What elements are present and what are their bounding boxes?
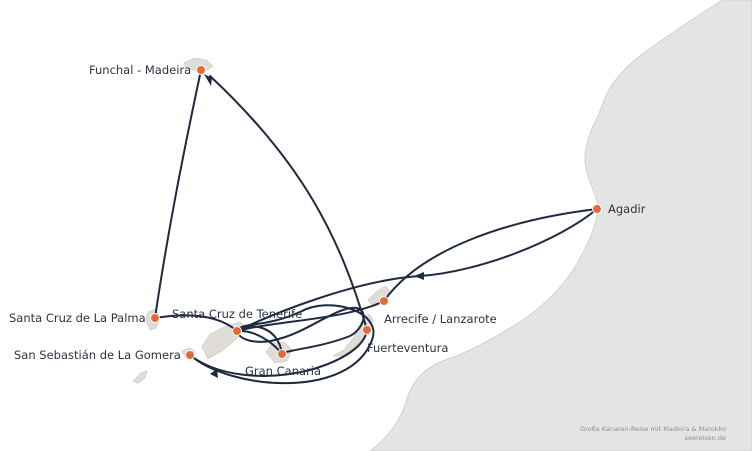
port-marker-funchal[interactable] (196, 65, 206, 75)
route-tenerife-lanzarote (236, 300, 385, 332)
route-gomera-fuerteventura (189, 329, 368, 377)
port-marker-gran-canaria[interactable] (277, 349, 287, 359)
label-lanzarote: Arrecife / Lanzarote (384, 312, 497, 326)
cruise-routes (154, 69, 598, 385)
port-marker-la-palma[interactable] (150, 313, 160, 323)
port-marker-gomera[interactable] (185, 350, 195, 360)
route-agadir-lanzarote (383, 208, 598, 302)
madeira-island (183, 57, 214, 72)
label-gran-canaria: Gran Canaria (245, 364, 322, 378)
el-hierro-island (132, 370, 148, 384)
port-marker-agadir[interactable] (592, 204, 602, 214)
route-gomera-gran-canaria (189, 304, 375, 385)
route-tenerife-loop (236, 306, 365, 355)
africa-mainland (369, 0, 752, 451)
credit-site: seereisen.de (684, 434, 726, 442)
port-marker-lanzarote[interactable] (379, 296, 389, 306)
arrow-gomera-return (210, 369, 218, 378)
label-agadir: Agadir (608, 202, 646, 216)
route-la-palma-tenerife (154, 314, 238, 332)
map-credit: Große Kanaren-Reise mit Madeira & Marokk… (580, 425, 726, 443)
route-fuerteventura-funchal (209, 75, 368, 331)
credit-title: Große Kanaren-Reise mit Madeira & Marokk… (580, 425, 726, 433)
label-fuerteventura: Fuerteventura (367, 341, 449, 355)
port-marker-fuerteventura[interactable] (362, 325, 372, 335)
label-funchal: Funchal - Madeira (89, 63, 192, 77)
route-funchal-la-palma (154, 69, 202, 319)
label-tenerife: Santa Cruz de Tenerife (172, 307, 303, 321)
arrow-funchal (204, 74, 212, 86)
label-gomera: San Sebastián de La Gomera (14, 348, 181, 362)
label-la-palma: Santa Cruz de La Palma (9, 311, 146, 325)
port-marker-tenerife[interactable] (232, 326, 242, 336)
arrow-agadir-return (414, 272, 424, 280)
port-markers (150, 65, 602, 360)
